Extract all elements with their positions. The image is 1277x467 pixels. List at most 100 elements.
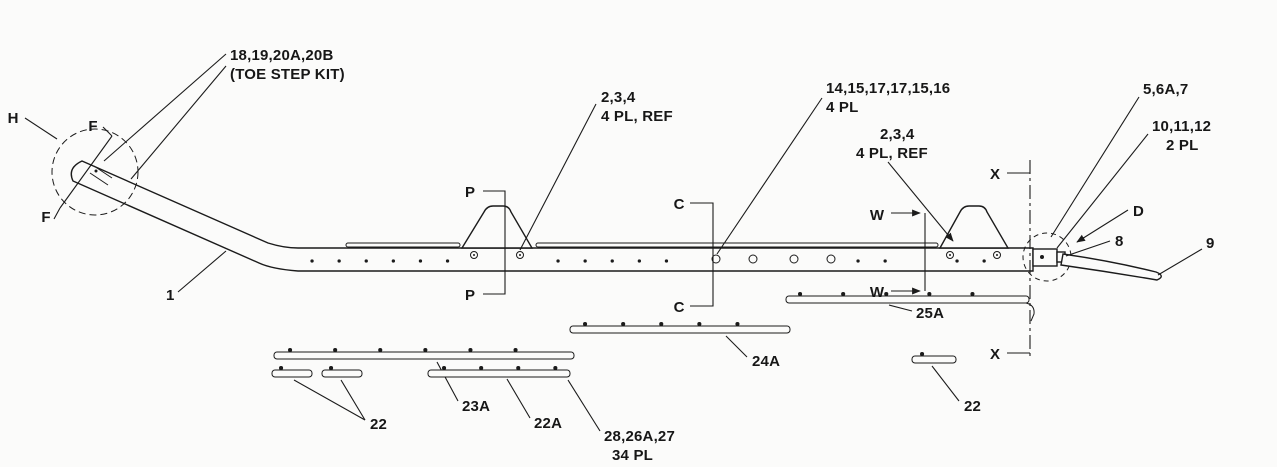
labels: 18,19,20A,20B (TOE STEP KIT) 2,3,4 4 PL,… (8, 47, 1215, 464)
callout-part-24a: 24A (752, 353, 780, 370)
section-line-f (53, 126, 113, 220)
bracket-hole (946, 251, 954, 259)
callout-part-22-right: 22 (964, 398, 981, 415)
section-line-c (690, 202, 714, 307)
leader-10-11-12 (1056, 133, 1149, 249)
callout-ref-right-line2: 4 PL, REF (856, 145, 928, 162)
callout-part-8: 8 (1115, 233, 1124, 250)
rail-hole (789, 254, 799, 264)
leader-lines (24, 53, 1203, 432)
marker-w-top: W (870, 207, 885, 224)
section-p-path (483, 190, 506, 295)
leader-8 (1065, 240, 1111, 257)
support-bracket-right (938, 205, 1010, 259)
section-line-x (1007, 160, 1031, 358)
main-rail (70, 160, 1034, 272)
rail-hole (711, 254, 721, 264)
strip-25a (785, 295, 1030, 304)
strip-22-right (911, 355, 957, 364)
callout-ref-right-line1: 2,3,4 (880, 126, 915, 143)
leader-h (24, 117, 58, 140)
leader-5-6a-7 (1050, 96, 1140, 238)
callout-fasteners-mid-line2: 4 PL (826, 99, 858, 116)
top-doubler-right (535, 242, 939, 248)
marker-f-bottom: F (41, 209, 50, 226)
rail-outline (70, 160, 1034, 272)
bracket-hole-center (949, 254, 951, 256)
callout-ref-left-line2: 4 PL, REF (601, 108, 673, 125)
strip-24a (569, 325, 791, 334)
end-fitting-body (1032, 248, 1058, 267)
strip-22a (427, 369, 571, 378)
detail-circle-h (51, 128, 139, 216)
marker-f-top: F (88, 118, 97, 135)
leader-24a (725, 335, 748, 358)
rail-hole (748, 254, 758, 264)
top-doubler-left (345, 242, 461, 248)
leader-23a (436, 361, 459, 402)
bracket-hole (470, 251, 478, 259)
section-f-line (59, 135, 113, 209)
callout-toe-step-line2: (TOE STEP KIT) (230, 66, 345, 83)
leader-9 (1157, 248, 1203, 276)
callout-part-22-left: 22 (370, 416, 387, 433)
marker-x-top: X (990, 166, 1000, 183)
marker-c-top: C (674, 196, 685, 213)
marker-c-bottom: C (674, 299, 685, 316)
toe-step-rivet (94, 169, 98, 173)
support-bracket-left (460, 205, 534, 259)
marker-h: H (8, 110, 19, 127)
strip-23a (273, 351, 575, 360)
detached-strips (271, 292, 1030, 378)
callout-part-9: 9 (1206, 235, 1215, 252)
bracket-right-outline (938, 205, 1010, 249)
leader-toe-step-2 (130, 65, 227, 180)
tail-skid-part-9 (1060, 253, 1162, 281)
leader-fasteners-mid (716, 97, 823, 255)
aft-end-fitting (1022, 232, 1162, 322)
section-line-w (891, 209, 926, 295)
rail-hole (826, 254, 836, 264)
leader-ref-left (519, 103, 597, 251)
callout-ref-left-line1: 2,3,4 (601, 89, 636, 106)
bracket-hole (993, 251, 1001, 259)
bracket-hole (516, 251, 524, 259)
detail-boundary-circle (51, 128, 139, 216)
section-line-p (483, 190, 506, 295)
bracket-hole-center (996, 254, 998, 256)
callout-toe-step-line1: 18,19,20A,20B (230, 47, 334, 64)
leader-25a (888, 304, 913, 312)
leader-22-left-a (293, 379, 366, 421)
callout-28-26a-27-line1: 28,26A,27 (604, 428, 675, 445)
end-fitting-rivet (1040, 255, 1044, 259)
section-c-path (690, 202, 714, 307)
marker-d: D (1133, 203, 1144, 220)
marker-x-bottom: X (990, 346, 1000, 363)
callout-part-22a: 22A (534, 415, 562, 432)
callout-part-23a: 23A (462, 398, 490, 415)
strip-22-left-1 (271, 369, 313, 378)
bracket-hole-center (473, 254, 475, 256)
callout-fasteners-mid-line1: 14,15,17,17,15,16 (826, 80, 950, 97)
callout-10-11-12-line1: 10,11,12 (1152, 118, 1211, 135)
marker-p-top: P (465, 184, 475, 201)
leader-toe-step-1 (103, 53, 227, 162)
callout-part-25a: 25A (916, 305, 944, 322)
marker-p-bottom: P (465, 287, 475, 304)
marker-w-bottom: W (870, 284, 885, 301)
strip-22-left-2 (321, 369, 363, 378)
leader-ref-right (887, 161, 954, 242)
callout-28-26a-27-line2: 34 PL (612, 447, 653, 464)
callout-part-1: 1 (166, 287, 175, 304)
leader-22a (506, 378, 531, 419)
leader-22-right (931, 365, 960, 402)
section-f-tick-bottom (53, 207, 61, 220)
toe-step-mark (89, 172, 109, 186)
bracket-hole-center (519, 254, 521, 256)
leader-1 (177, 250, 227, 293)
leader-d (1076, 209, 1129, 243)
leader-22-left-b (340, 379, 366, 421)
toe-step-mark (93, 165, 113, 179)
